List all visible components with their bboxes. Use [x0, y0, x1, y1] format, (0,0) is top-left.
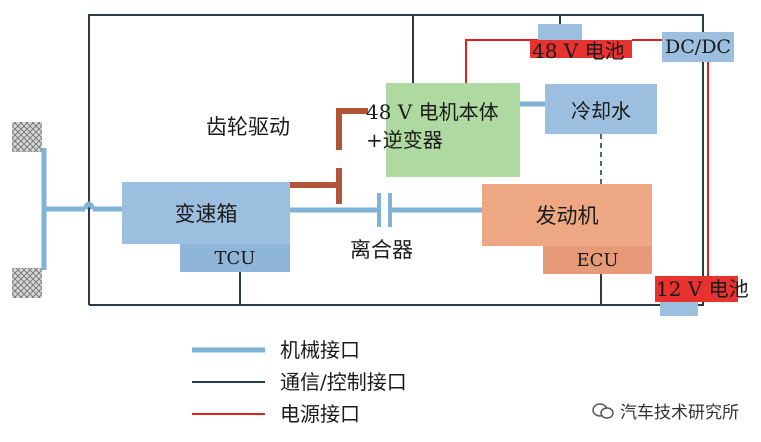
tcu-label: TCU: [214, 247, 256, 269]
wechat-icon: [592, 402, 614, 419]
gearbox-label: 变速箱: [174, 202, 238, 226]
clutch-label: 离合器: [350, 238, 413, 262]
legend-label-mechanical: 机械接口: [280, 338, 360, 362]
legend-label-power: 电源接口: [280, 402, 360, 426]
battery48-label: 48 V 电池: [532, 39, 625, 63]
gear-upper-stem: [336, 108, 342, 150]
battery48-connector: [538, 24, 582, 40]
wheel-top: [12, 122, 42, 152]
coolant-box: 冷却水: [545, 84, 657, 134]
legend-label-comm: 通信/控制接口: [280, 370, 407, 394]
watermark-text: 汽车技术研究所: [620, 403, 739, 423]
mech-hop: [82, 201, 96, 211]
clutch-plate-right: [388, 193, 392, 227]
battery12-connector: [660, 302, 698, 316]
motor-label-line2: +逆变器: [366, 128, 443, 152]
watermark: 汽车技术研究所: [592, 398, 739, 423]
gearbox-box: 变速箱: [122, 182, 290, 244]
clutch-plate-left: [377, 193, 381, 227]
engine-label: 发动机: [535, 204, 599, 228]
dcdc-label: DC/DC: [665, 36, 731, 58]
gear-drive-label: 齿轮驱动: [206, 115, 290, 139]
gear-upper-bar: [336, 108, 368, 114]
ecu-box: ECU: [543, 246, 652, 274]
ecu-label: ECU: [576, 249, 619, 271]
engine-box: 发动机: [482, 184, 652, 246]
power-line-motor-battery: [465, 39, 558, 83]
wheel-bottom: [12, 268, 42, 298]
dcdc-box: DC/DC: [662, 32, 734, 62]
gear-lower-stem: [336, 168, 342, 204]
motor-inverter-box: [386, 83, 520, 177]
gear-lower-bar: [290, 182, 342, 188]
coolant-label: 冷却水: [571, 98, 631, 123]
tcu-box: TCU: [180, 244, 290, 272]
battery48-box: [530, 40, 632, 58]
battery12-label: 12 V 电池: [656, 277, 749, 301]
comm-frame-line: [88, 14, 704, 306]
motor-label-line1: 48 V 电机本体: [366, 100, 499, 124]
battery12-box: [655, 276, 738, 302]
